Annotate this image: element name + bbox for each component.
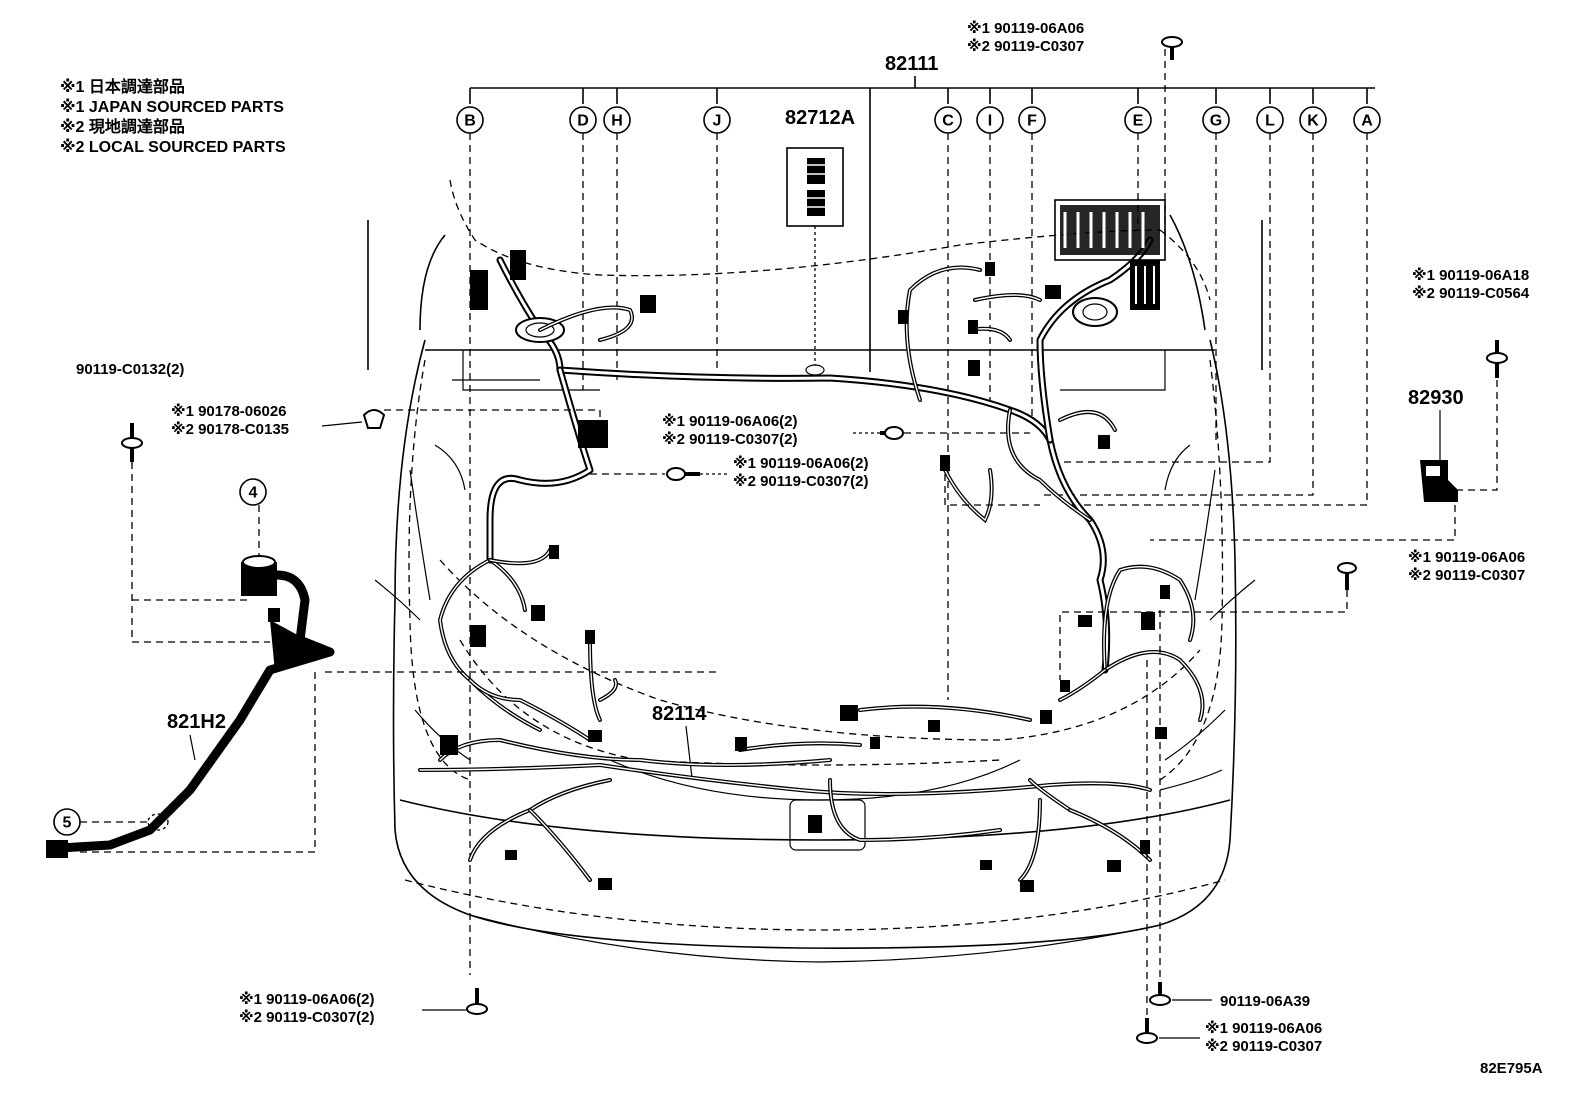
part-number-82114: 82114: [652, 703, 707, 725]
legend-line-2: ※1 JAPAN SOURCED PARTS: [60, 98, 284, 116]
svg-text:H: H: [611, 113, 623, 130]
part-number-82712A: 82712A: [785, 107, 855, 129]
legend: ※1 日本調達部品 ※1 JAPAN SOURCED PARTS ※2 現地調達…: [60, 77, 286, 156]
fastener-bottom-right-single: 90119-06A39: [1220, 993, 1310, 1010]
svg-text:E: E: [1133, 113, 1144, 130]
bolt-icon: [1161, 36, 1183, 60]
bolt-icon: [466, 988, 488, 1015]
main-harness-bracket: 82111: [469, 53, 1375, 372]
svg-text:A: A: [1361, 113, 1373, 130]
callout-leaders: [469, 49, 1368, 975]
fastener-left-clip-2: ※2 90178-C0135: [171, 420, 289, 438]
right-harness-cluster: [898, 262, 1205, 739]
fastener-left-bolt: 90119-C0132(2): [76, 361, 184, 378]
fastener-right-upper-2: ※2 90119-C0564: [1412, 284, 1530, 302]
bolt-icon: [1486, 340, 1508, 378]
fastener-bottom-right-2: ※2 90119-C0307: [1205, 1037, 1322, 1055]
sensor-bracket-82930: 82930: [1408, 387, 1464, 502]
svg-text:5: 5: [63, 815, 72, 832]
svg-text:J: J: [713, 113, 722, 130]
callout-5: 5: [53, 808, 81, 836]
fastener-right-mid-2: ※2 90119-C0307: [1408, 566, 1525, 584]
callout-l: L: [1256, 106, 1284, 134]
part-number-82111: 82111: [885, 53, 938, 75]
callout-c: C: [934, 106, 962, 134]
callout-k: K: [1299, 106, 1327, 134]
fastener-bottom-left-2: ※2 90119-C0307(2): [239, 1008, 375, 1026]
bolt-icon: [880, 426, 904, 440]
fastener-right-mid-1: ※1 90119-06A06: [1408, 548, 1525, 566]
callout-4: 4: [239, 478, 267, 506]
part-number-821H2: 821H2: [167, 711, 226, 733]
svg-text:D: D: [577, 113, 589, 130]
callout-a: A: [1353, 106, 1381, 134]
fastener-right-upper-1: ※1 90119-06A18: [1412, 266, 1529, 284]
sub-harness-821H2: 821H2: [46, 555, 335, 858]
fastener-bottom-left-1: ※1 90119-06A06(2): [239, 990, 375, 1008]
figure-code: 82E795A: [1480, 1060, 1543, 1077]
callout-g: G: [1202, 106, 1230, 134]
fastener-left-clip-1: ※1 90178-06026: [171, 402, 287, 420]
callout-f: F: [1018, 106, 1046, 134]
callout-i: I: [976, 106, 1004, 134]
fastener-center-upper-2: ※2 90119-C0307(2): [662, 430, 798, 448]
svg-text:L: L: [1265, 113, 1275, 130]
fastener-top-right-1: ※1 90119-06A06: [967, 19, 1084, 37]
bolt-icon: [1136, 1018, 1158, 1044]
legend-line-3: ※2 現地調達部品: [60, 117, 185, 136]
svg-text:4: 4: [249, 485, 258, 502]
callouts: B D H J C I F E G L K A 4 5: [53, 106, 1381, 836]
svg-text:C: C: [942, 113, 954, 130]
bolt-icon: [1337, 562, 1357, 590]
callout-e: E: [1124, 106, 1152, 134]
svg-text:B: B: [464, 113, 476, 130]
callout-h: H: [603, 106, 631, 134]
fasteners: ※1 90119-06A06 ※2 90119-C0307 ※1 90119-0…: [76, 19, 1530, 1055]
fastener-center-upper-1: ※1 90119-06A06(2): [662, 412, 798, 430]
fastener-bottom-right-1: ※1 90119-06A06: [1205, 1019, 1322, 1037]
relay-82712A: 82712A: [785, 107, 855, 376]
fastener-center-lower-1: ※1 90119-06A06(2): [733, 454, 869, 472]
bolt-icon: [121, 423, 143, 462]
svg-text:I: I: [988, 113, 992, 130]
bumper-harness-82114: 82114: [418, 703, 1152, 892]
svg-text:F: F: [1027, 113, 1037, 130]
fastener-top-right-2: ※2 90119-C0307: [967, 37, 1084, 55]
callout-b: B: [456, 106, 484, 134]
left-harness-cluster: [437, 250, 656, 742]
svg-text:K: K: [1307, 113, 1319, 130]
main-wire-harness: [486, 199, 1166, 674]
callout-j: J: [703, 106, 731, 134]
part-number-82930: 82930: [1408, 387, 1464, 409]
bolt-icon: [1149, 982, 1171, 1006]
legend-line-4: ※2 LOCAL SOURCED PARTS: [60, 138, 286, 156]
legend-line-1: ※1 日本調達部品: [60, 77, 185, 96]
svg-text:G: G: [1210, 113, 1222, 130]
fastener-center-lower-2: ※2 90119-C0307(2): [733, 472, 869, 490]
bolt-icon: [666, 467, 700, 481]
callout-d: D: [569, 106, 597, 134]
clip-icon: [362, 409, 386, 429]
